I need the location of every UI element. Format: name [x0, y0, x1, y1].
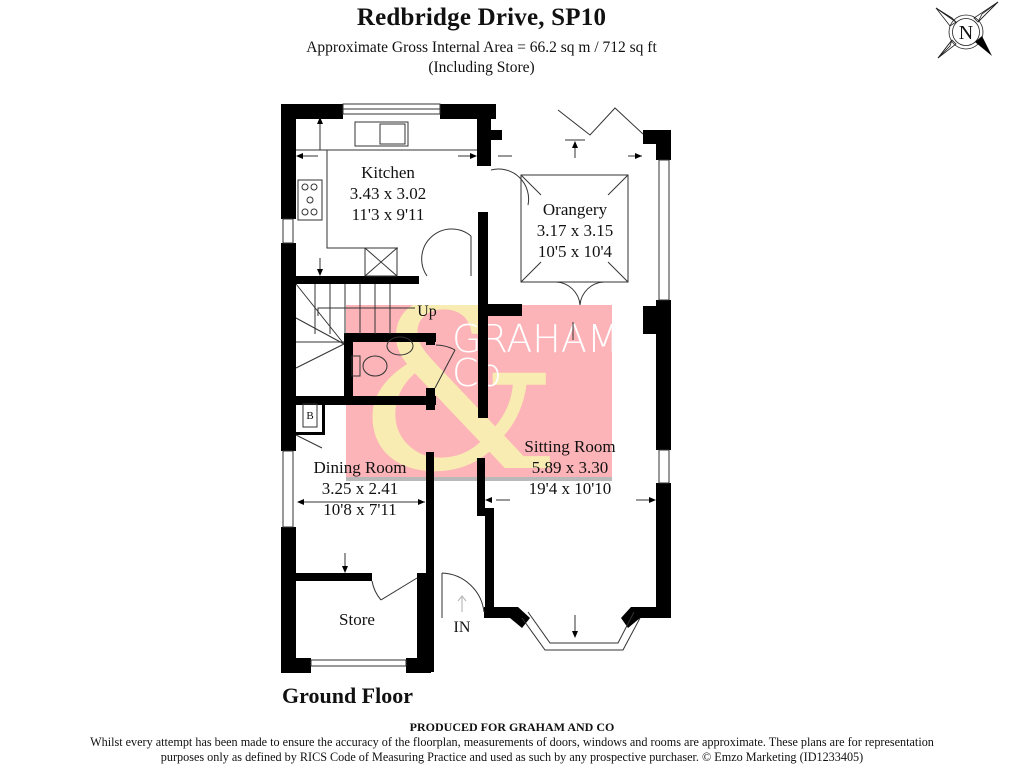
room-name: Kitchen — [361, 163, 415, 182]
area-subtitle: Approximate Gross Internal Area = 66.2 s… — [0, 38, 963, 78]
room-name: Store — [339, 610, 375, 629]
boiler-label: B — [306, 410, 314, 422]
room-name: Sitting Room — [524, 437, 616, 456]
disclaimer-line-1: Whilst every attempt has been made to en… — [90, 735, 934, 749]
room-imperial: 10'5 x 10'4 — [537, 242, 613, 261]
svg-text:N: N — [959, 22, 973, 44]
including-store-text: (Including Store) — [428, 59, 535, 76]
watermark-text-co: Co — [452, 351, 502, 395]
room-imperial: 11'3 x 9'11 — [351, 205, 425, 224]
room-label-kitchen: Kitchen 3.43 x 3.02 11'3 x 9'11 — [333, 162, 443, 225]
produced-for-text: PRODUCED FOR GRAHAM AND CO — [409, 720, 615, 734]
disclaimer: Whilst every attempt has been made to en… — [0, 735, 1024, 765]
room-name: Dining Room — [313, 458, 407, 477]
gross-area-text: Approximate Gross Internal Area = 66.2 s… — [306, 39, 657, 56]
room-label-dining-room: Dining Room 3.25 x 2.41 10'8 x 7'11 — [300, 457, 420, 520]
room-metric: 3.25 x 2.41 — [321, 479, 399, 498]
room-metric: 3.17 x 3.15 — [536, 221, 614, 240]
room-metric: 3.43 x 3.02 — [349, 184, 427, 203]
floor-label: Ground Floor — [282, 683, 414, 708]
entrance-label: IN — [453, 619, 471, 636]
disclaimer-line-2: purposes only as defined by RICS Code of… — [160, 750, 864, 764]
north-compass-icon: N — [935, 1, 999, 59]
room-label-store: Store — [322, 609, 392, 630]
room-imperial: 19'4 x 10'10 — [528, 479, 612, 498]
stairs-up-label: Up — [417, 303, 437, 320]
room-imperial: 10'8 x 7'11 — [323, 500, 397, 519]
room-name: Orangery — [542, 200, 608, 219]
room-label-orangery: Orangery 3.17 x 3.15 10'5 x 10'4 — [520, 199, 630, 262]
room-label-sitting-room: Sitting Room 5.89 x 3.30 19'4 x 10'10 — [505, 436, 635, 499]
page-title: Redbridge Drive, SP10 — [356, 4, 607, 31]
room-metric: 5.89 x 3.30 — [531, 458, 609, 477]
